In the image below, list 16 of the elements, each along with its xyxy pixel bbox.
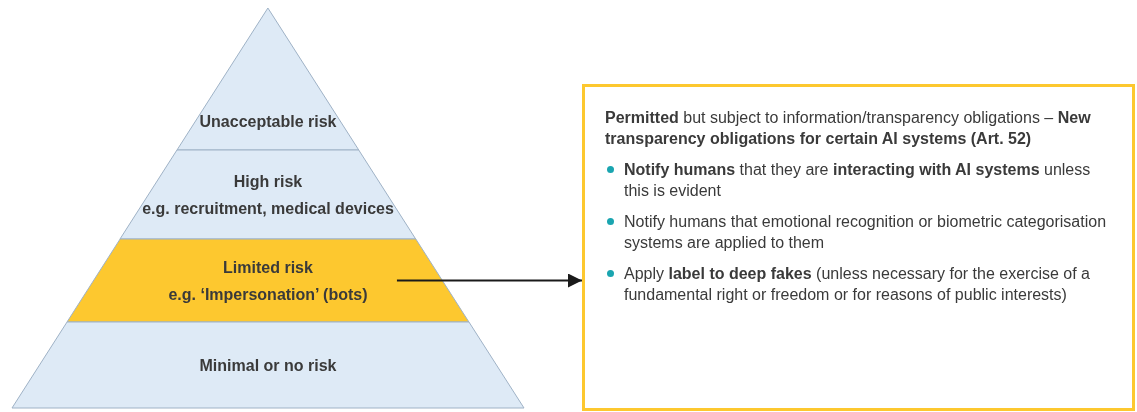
bullet-text: Apply label to deep fakes (unless necessary for the exercise of a fundamental right or freedom or for reasons of public interests) xyxy=(624,264,1091,305)
pyramid-tier xyxy=(120,150,416,239)
tier-example: e.g. recruitment, medical devices xyxy=(142,198,394,219)
bullet-text: Notify humans that emotional recognition or biometric categorisation systems are applied to them xyxy=(624,212,1108,253)
pyramid-tier xyxy=(67,239,469,322)
pyramid-tier xyxy=(12,322,524,408)
bullet-text: Notify humans that they are interacting with AI systems unless this is evident xyxy=(624,160,1092,201)
tier-example: e.g. ‘Impersonation’ (bots) xyxy=(168,284,368,305)
pyramid-tier xyxy=(177,8,359,150)
tier-title: High risk xyxy=(233,171,303,192)
arrow xyxy=(395,273,583,288)
tier-title: Unacceptable risk xyxy=(199,111,337,132)
tier-title: Limited risk xyxy=(223,257,313,278)
panel-heading: Permitted but subject to information/transparency obligations – New transparency obligations for certain AI systems (Art. 52) xyxy=(605,108,1092,149)
tier-title: Minimal or no risk xyxy=(199,355,337,376)
info-panel xyxy=(582,84,1135,411)
